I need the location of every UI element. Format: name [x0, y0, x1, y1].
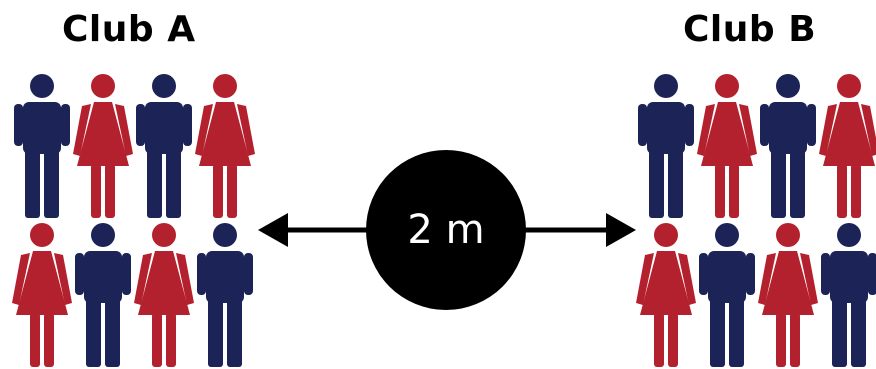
- man-icon: [819, 221, 876, 369]
- club-b-title: Club B: [683, 9, 817, 50]
- woman-icon: [697, 72, 757, 220]
- man-icon: [697, 221, 757, 369]
- woman-icon: [758, 221, 818, 369]
- woman-icon: [636, 221, 696, 369]
- club-a-members: [12, 72, 256, 369]
- club-b-members: [636, 72, 876, 369]
- woman-icon: [12, 221, 72, 369]
- man-icon: [12, 72, 72, 220]
- arrow-head-right: [606, 213, 636, 247]
- man-icon: [195, 221, 255, 369]
- club-a-title: Club A: [62, 9, 196, 50]
- man-icon: [758, 72, 818, 220]
- woman-icon: [73, 72, 133, 220]
- woman-icon: [819, 72, 876, 220]
- man-icon: [636, 72, 696, 220]
- distance-label: 2 m: [407, 207, 485, 253]
- arrow-head-left: [258, 213, 288, 247]
- man-icon: [73, 221, 133, 369]
- distance-circle: [366, 150, 526, 310]
- woman-icon: [134, 221, 194, 369]
- woman-icon: [195, 72, 255, 220]
- man-icon: [134, 72, 194, 220]
